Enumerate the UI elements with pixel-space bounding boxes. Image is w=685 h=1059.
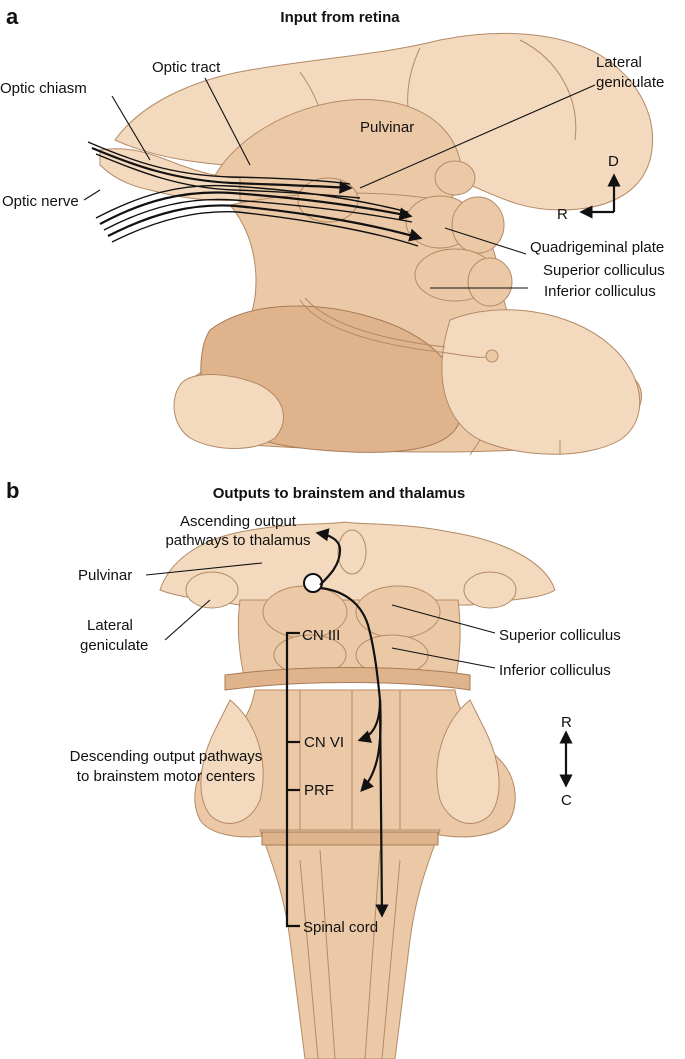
- pineal-bump: [434, 160, 476, 196]
- label-superior-colliculus-b: Superior colliculus: [499, 627, 621, 644]
- orientation-b: R C: [559, 714, 573, 809]
- label-optic-chiasm: Optic chiasm: [0, 80, 87, 97]
- label-cn-vi: CN VI: [304, 734, 344, 751]
- label-optic-nerve: Optic nerve: [2, 193, 79, 210]
- peduncle-band: [224, 667, 471, 691]
- label-ascending-2: pathways to thalamus: [165, 532, 310, 549]
- colliculus-origin: [303, 573, 323, 593]
- label-optic-tract: Optic tract: [152, 59, 221, 76]
- trochlear-nerve: [299, 299, 493, 358]
- label-inferior-colliculus-a: Inferior colliculus: [544, 283, 656, 300]
- label-inferior-colliculus-b: Inferior colliculus: [499, 662, 611, 679]
- lateral-geniculate-b: [185, 571, 239, 609]
- label-ascending-1: Ascending output: [180, 513, 297, 530]
- panel-b-labels: Ascending output pathways to thalamus Pu…: [70, 513, 621, 936]
- label-descending-1: Descending output pathways: [70, 748, 263, 765]
- label-lateral-geniculate-b-2: geniculate: [80, 637, 148, 654]
- panel-b-letter: b: [6, 478, 19, 503]
- lateral-geniculate-b-right: [463, 571, 517, 609]
- middle-peduncle-right: [436, 699, 500, 824]
- orientation-b-top: R: [561, 714, 572, 731]
- panel-a: a Input from retina: [0, 4, 665, 456]
- panel-a-letter: a: [6, 4, 19, 29]
- orientation-a-horizontal: R: [557, 206, 568, 223]
- panel-a-labels: Optic tract Optic chiasm Optic nerve Pul…: [0, 54, 665, 300]
- label-cn-iii: CN III: [302, 627, 340, 644]
- medulla: [259, 829, 441, 1059]
- superior-colliculus-bump-2: [451, 196, 505, 254]
- temporal-stub: [173, 374, 284, 449]
- panel-a-title: Input from retina: [280, 9, 400, 26]
- panel-b-title: Outputs to brainstem and thalamus: [213, 485, 466, 502]
- label-quadrigeminal-plate: Quadrigeminal plate: [530, 239, 664, 256]
- label-pulvinar-b: Pulvinar: [78, 567, 132, 584]
- nerve-end: [485, 349, 499, 363]
- orientation-a: D R: [557, 153, 621, 223]
- orientation-a-vertical: D: [608, 153, 619, 170]
- panel-b: b Outputs to brainstem and thalamus: [6, 478, 621, 1059]
- middle-peduncle-left: [200, 699, 264, 824]
- pineal-b: [337, 529, 367, 575]
- medulla-band: [261, 831, 439, 846]
- label-superior-colliculus-a: Superior colliculus: [543, 262, 665, 279]
- label-prf: PRF: [304, 782, 334, 799]
- label-descending-2: to brainstem motor centers: [77, 768, 255, 785]
- inferior-colliculus-bump-2: [467, 257, 513, 307]
- label-spinal-cord: Spinal cord: [303, 919, 378, 936]
- label-lateral-geniculate-a-2: geniculate: [596, 74, 664, 91]
- orientation-b-bottom: C: [561, 792, 572, 809]
- optic-pathway: [87, 141, 423, 247]
- panel-b-brainstem-illustration: [159, 521, 556, 1059]
- label-lateral-geniculate-b-1: Lateral: [87, 617, 133, 634]
- cerebellum-lateral: [441, 309, 641, 455]
- panel-a-brain-illustration: [99, 32, 654, 456]
- panel-b-pathways: [285, 528, 389, 928]
- label-pulvinar-a: Pulvinar: [360, 119, 414, 136]
- label-lateral-geniculate-a-1: Lateral: [596, 54, 642, 71]
